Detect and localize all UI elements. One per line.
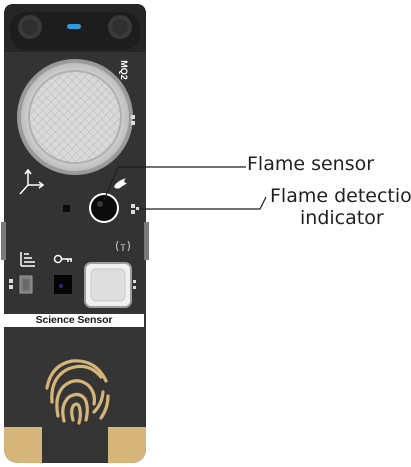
bottom-right-gold-pad <box>108 427 146 463</box>
flame-detection-indicator-label-line2: indicator <box>300 207 384 229</box>
science-sensor-label: Science Sensor <box>35 314 113 326</box>
flame-sensor-label: Flame sensor <box>247 153 375 175</box>
button-pads <box>133 280 136 289</box>
slider-component <box>19 275 33 294</box>
mq2-label: MQ2 <box>119 60 129 80</box>
banner-background <box>4 314 144 327</box>
callout-lines <box>103 166 267 210</box>
ir-sensor <box>54 275 72 294</box>
key-icon <box>53 254 72 264</box>
left-edge-connector <box>1 222 6 260</box>
small-chip <box>63 205 70 212</box>
bottom-left-gold-pad <box>4 427 42 463</box>
sound-icon <box>115 240 131 252</box>
flame-sensor-callout-line <box>103 166 246 201</box>
right-edge-connector <box>144 222 149 260</box>
flame-icon <box>114 178 127 189</box>
mq2-gas-sensor <box>17 59 133 175</box>
fingerprint-icon <box>45 359 110 425</box>
flame-detection-indicator-label-line1: Flame detection <box>270 185 411 207</box>
left-small-pads <box>9 279 13 289</box>
push-button <box>84 262 132 308</box>
flame-indicator-callout-line <box>140 196 267 210</box>
flame-detection-indicator <box>131 204 139 214</box>
blue-led <box>67 24 81 29</box>
flame-sensor <box>89 193 119 223</box>
top-sensor-bar <box>10 12 140 50</box>
axis-icon <box>19 168 45 195</box>
level-icon <box>20 252 35 267</box>
mq2-indicator-pads <box>131 115 135 125</box>
